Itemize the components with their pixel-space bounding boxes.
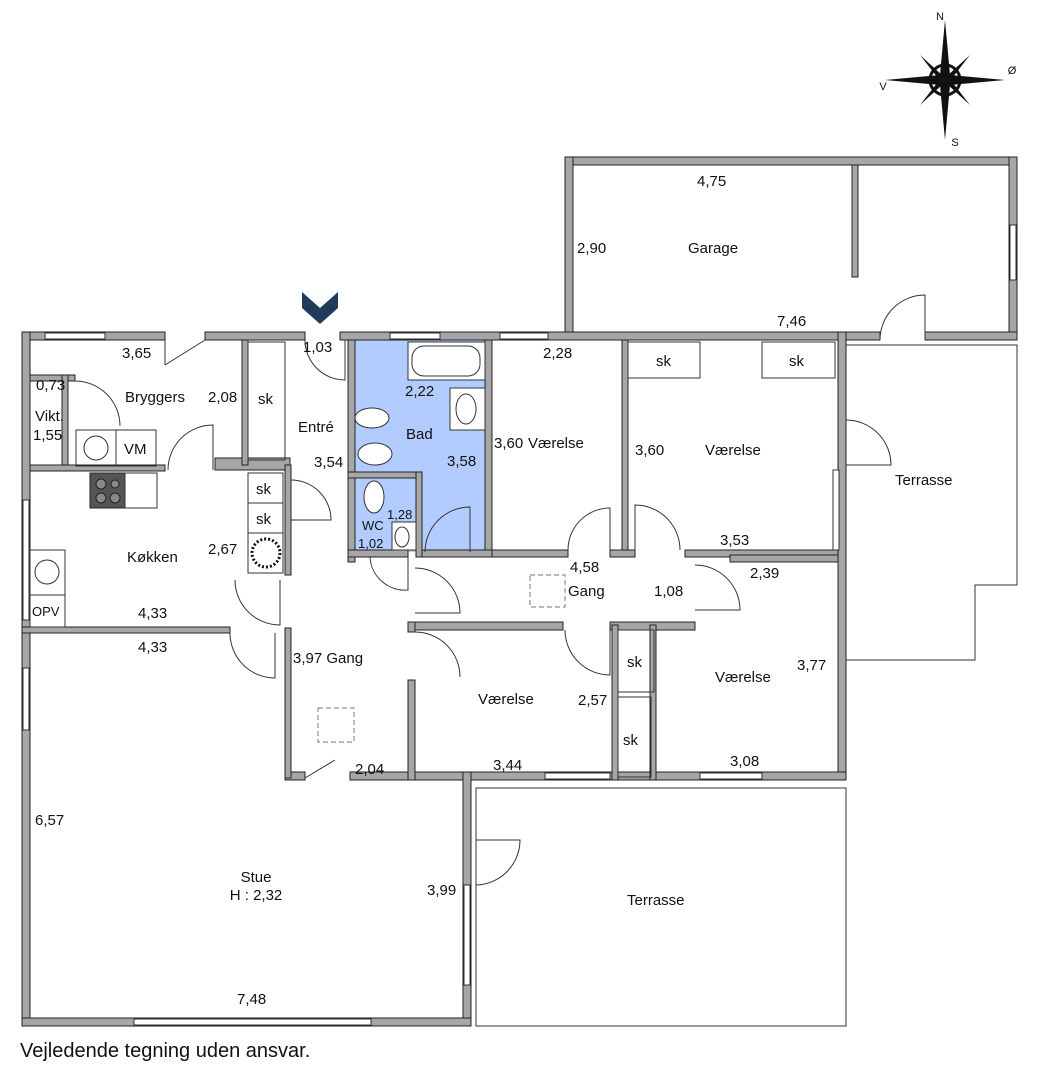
terrace-east-outline: [845, 344, 1018, 661]
vikt-height: 1,55: [33, 427, 62, 444]
bad-height: 3,58: [447, 453, 476, 470]
vaerelse3-name: Værelse: [478, 691, 534, 708]
vaerelse1-width: 2,28: [543, 345, 572, 362]
vaerelse4-width: 3,08: [730, 753, 759, 770]
entre-name: Entré: [298, 419, 334, 436]
stue-height-dim: 6,57: [35, 812, 64, 829]
vikt-width: 0,73: [36, 377, 65, 394]
stove-icon: [89, 472, 126, 509]
garage-height: 2,90: [577, 240, 606, 257]
entrance-marker-icon: [302, 292, 338, 324]
windows: [22, 224, 1017, 1026]
garage-width: 4,75: [697, 173, 726, 190]
wc-name: WC: [362, 518, 384, 533]
bad-width: 2,22: [405, 383, 434, 400]
disclaimer: Vejledende tegning uden ansvar.: [20, 1040, 311, 1062]
gang2-name: Gang: [568, 583, 605, 600]
bryggers-height: 2,08: [208, 389, 237, 406]
wc-width: 1,28: [387, 507, 412, 522]
wc-height: 1,02: [358, 536, 383, 551]
labels: 4,75 2,90 Garage 7,46 3,65 Bryggers 2,08…: [32, 173, 953, 1008]
gang1-width: 2,04: [355, 761, 384, 778]
sk-label: sk: [789, 353, 805, 370]
kokken-width: 4,33: [138, 605, 167, 622]
stue-ceiling-height: H : 2,32: [230, 887, 283, 904]
sk-label: sk: [623, 732, 639, 749]
vaerelse1-height: 3,60: [494, 435, 523, 452]
doors: [74, 294, 926, 886]
terrasse-east: Terrasse: [895, 472, 953, 489]
sk-label: sk: [258, 391, 274, 408]
kokken-opv: OPV: [32, 604, 60, 619]
stue-width: 7,48: [237, 991, 266, 1008]
compass-north: N: [936, 11, 944, 23]
stue-side: 3,99: [427, 882, 456, 899]
fixtures: [29, 341, 836, 778]
vaerelse2-width: 3,53: [720, 532, 749, 549]
sk-label: sk: [256, 481, 272, 498]
compass-south: S: [951, 137, 958, 149]
vaerelse1-name: Værelse: [528, 435, 584, 452]
vm-label: VM: [124, 441, 147, 458]
stue-name: Stue: [241, 869, 272, 886]
vaerelse4-extra: 2,39: [750, 565, 779, 582]
fan-icon: [250, 537, 282, 569]
sk-label: sk: [627, 654, 643, 671]
compass-rose-icon: N S Ø V: [879, 11, 1016, 149]
bryggers-name: Bryggers: [125, 389, 185, 406]
kokken-name: Køkken: [127, 549, 178, 566]
terrasse-south: Terrasse: [627, 892, 685, 909]
sk-label: sk: [656, 353, 672, 370]
entre-width: 1,03: [303, 339, 332, 356]
garage-length: 7,46: [777, 313, 806, 330]
compass-east: Ø: [1008, 65, 1017, 77]
bryggers-width: 3,65: [122, 345, 151, 362]
vaerelse4-height: 3,77: [797, 657, 826, 674]
vaerelse2-height: 3,60: [635, 442, 664, 459]
entre-height: 3,54: [314, 454, 343, 471]
vaerelse3-height: 2,57: [578, 692, 607, 709]
stue-top-width: 4,33: [138, 639, 167, 656]
kokken-height: 2,67: [208, 541, 237, 558]
compass-west: V: [879, 81, 887, 93]
gang2-width: 4,58: [570, 559, 599, 576]
gang1-name: 3,97 Gang: [293, 650, 363, 667]
vaerelse3-width: 3,44: [493, 757, 522, 774]
vaerelse2-name: Værelse: [705, 442, 761, 459]
bad-name: Bad: [406, 426, 433, 443]
garage-name: Garage: [688, 240, 738, 257]
vaerelse4-name: Værelse: [715, 669, 771, 686]
terrace-south-outline: [475, 787, 847, 1027]
sk-label: sk: [256, 511, 272, 528]
vikt-name: Vikt.: [35, 408, 64, 425]
gang2-height: 1,08: [654, 583, 683, 600]
